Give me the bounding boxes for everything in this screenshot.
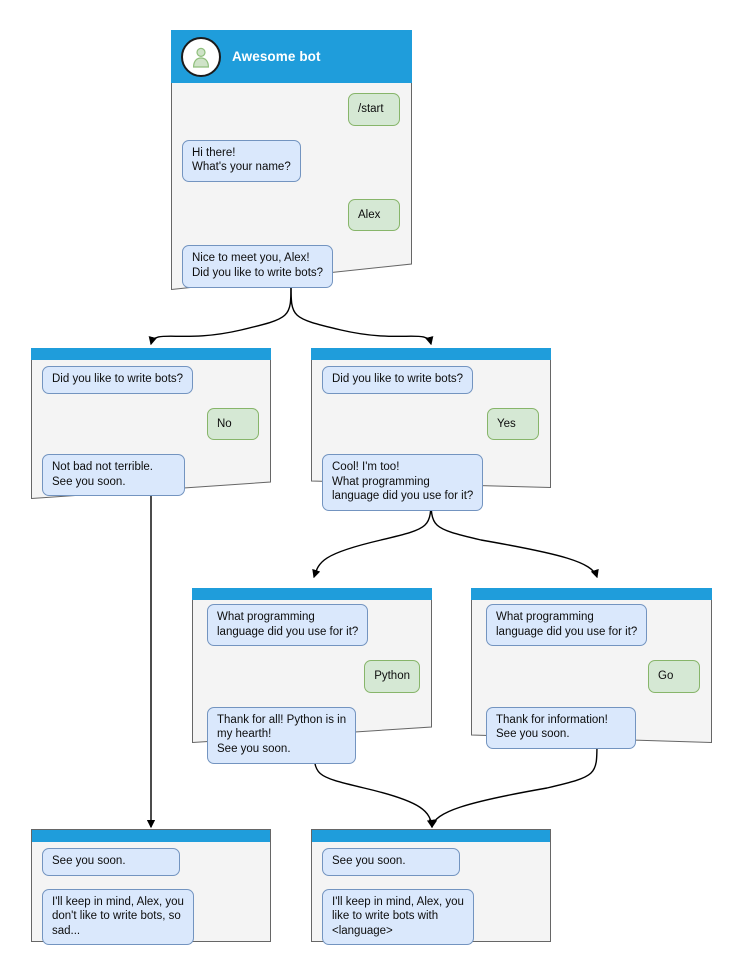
chat-thread-root: /start Hi there! What's your name? Alex … [171,83,412,288]
message-bubble-bot[interactable]: What programming language did you use fo… [207,604,369,647]
message-row: Nice to meet you, Alex! Did you like to … [182,245,400,288]
card-no-branch[interactable]: Did you like to write bots? No Not bad n… [31,348,271,499]
message-row: Hi there! What's your name? [182,139,400,182]
card-end-yes[interactable]: See you soon. I'll keep in mind, Alex, y… [311,829,551,946]
message-bubble-bot[interactable]: Cool! I'm too! What programming language… [322,454,484,511]
message-row: See you soon. [42,848,259,876]
message-bubble-user[interactable]: /start [348,93,400,126]
message-bubble-bot[interactable]: Did you like to write bots? [322,366,474,394]
message-bubble-bot[interactable]: Thank for information! See you soon. [486,706,636,749]
message-bubble-user[interactable]: Python [364,660,420,693]
connector-go-to-end-yes [428,741,598,829]
message-row: See you soon. [322,848,539,876]
message-bubble-bot[interactable]: What programming language did you use fo… [486,604,648,647]
message-bubble-bot[interactable]: See you soon. [42,848,180,876]
message-bubble-bot[interactable]: Did you like to write bots? [42,366,194,394]
message-row: I'll keep in mind, Alex, you don't like … [42,888,259,946]
message-row: Cool! I'm too! What programming language… [322,454,539,511]
card-header [471,588,712,600]
message-row: What programming language did you use fo… [207,604,420,647]
message-bubble-bot[interactable]: See you soon. [322,848,460,876]
message-bubble-user[interactable]: No [207,407,259,441]
card-root[interactable]: Awesome bot /start Hi there! What's your… [171,30,412,290]
chat-thread-no: Did you like to write bots? No Not bad n… [31,360,271,497]
person-avatar-icon [181,36,221,77]
card-python-branch[interactable]: What programming language did you use fo… [192,588,432,764]
chat-thread-end-no: See you soon. I'll keep in mind, Alex, y… [31,841,271,946]
connector-python-to-end-yes [313,743,436,829]
message-row: Go [486,660,700,693]
message-bubble-bot[interactable]: Not bad not terrible. See you soon. [42,454,185,497]
message-bubble-user[interactable]: Yes [487,407,539,441]
card-header [311,348,551,360]
chat-thread-end-yes: See you soon. I'll keep in mind, Alex, y… [311,841,551,946]
chat-thread-python: What programming language did you use fo… [192,600,432,764]
message-row: Python [207,660,420,693]
card-header [192,588,432,600]
card-header [31,348,271,360]
message-bubble-bot[interactable]: Nice to meet you, Alex! Did you like to … [182,245,334,288]
card-header [32,830,270,842]
message-bubble-bot[interactable]: I'll keep in mind, Alex, you like to wri… [322,888,474,946]
message-row: Alex [182,198,400,232]
card-yes-branch[interactable]: Did you like to write bots? Yes Cool! I'… [311,348,551,511]
message-row: I'll keep in mind, Alex, you like to wri… [322,888,539,946]
message-row: Thank for all! Python is in my hearth! S… [207,706,420,764]
card-header [312,830,550,842]
card-header-root: Awesome bot [171,30,412,83]
message-bubble-user[interactable]: Go [648,660,700,693]
message-row: Yes [322,407,539,441]
message-row: /start [182,93,400,126]
connector-root-to-no [148,283,292,346]
message-row: What programming language did you use fo… [486,604,700,647]
message-row: No [42,407,259,441]
message-row: Not bad not terrible. See you soon. [42,454,259,497]
message-row: Did you like to write bots? [42,366,259,394]
message-bubble-bot[interactable]: Thank for all! Python is in my hearth! S… [207,706,357,764]
message-row: Thank for information! See you soon. [486,706,700,749]
connector-yes-to-go [430,493,599,579]
card-end-no[interactable]: See you soon. I'll keep in mind, Alex, y… [31,829,271,946]
message-bubble-bot[interactable]: I'll keep in mind, Alex, you don't like … [42,888,194,946]
chat-thread-go: What programming language did you use fo… [471,600,712,749]
card-go-branch[interactable]: What programming language did you use fo… [471,588,712,749]
message-bubble-bot[interactable]: Hi there! What's your name? [182,139,301,182]
message-bubble-user[interactable]: Alex [348,198,400,232]
message-row: Did you like to write bots? [322,366,539,394]
chat-thread-yes: Did you like to write bots? Yes Cool! I'… [311,360,551,511]
card-title: Awesome bot [232,49,321,64]
connector-root-to-yes [290,283,434,346]
connector-yes-to-python [312,493,432,579]
